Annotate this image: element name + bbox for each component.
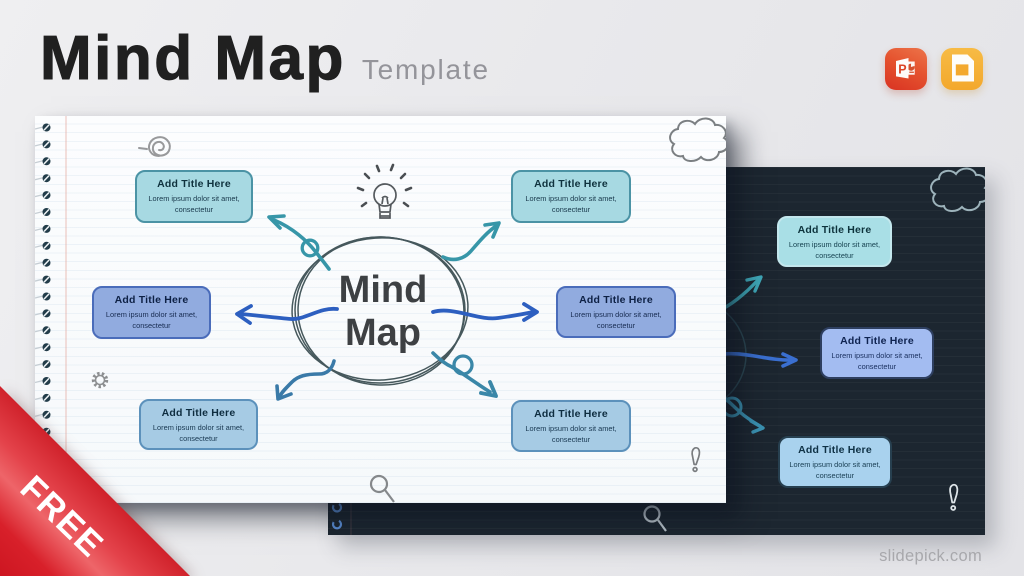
svg-text:P: P — [898, 63, 906, 77]
